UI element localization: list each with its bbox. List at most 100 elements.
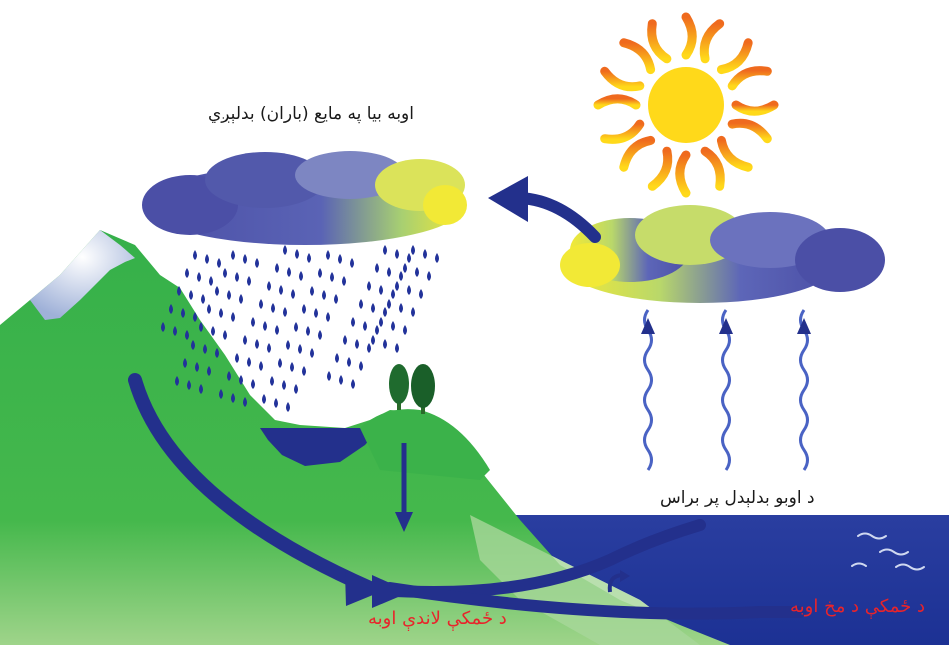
rain-drop bbox=[231, 250, 235, 260]
rain-drop bbox=[415, 267, 419, 277]
rain-drop bbox=[306, 326, 310, 336]
rain-drop bbox=[211, 326, 215, 336]
arrow-icon bbox=[797, 318, 811, 334]
rain-drop bbox=[193, 250, 197, 260]
rain-drop bbox=[395, 343, 399, 353]
rain-drop bbox=[403, 263, 407, 273]
rain-drop bbox=[259, 361, 263, 371]
evaporation-label: د اوبو بدلېدل پر براس bbox=[660, 488, 815, 508]
rain-drop bbox=[419, 289, 423, 299]
sun-ray bbox=[619, 135, 656, 172]
rain-drop bbox=[199, 322, 203, 332]
rain-drop bbox=[307, 253, 311, 263]
rain-drop bbox=[279, 285, 283, 295]
rain-drop bbox=[191, 340, 195, 350]
rain-drop bbox=[193, 312, 197, 322]
rain-drop bbox=[295, 249, 299, 259]
evaporation-arrow bbox=[643, 309, 653, 471]
sun-ray bbox=[600, 66, 645, 92]
rain-drop bbox=[399, 303, 403, 313]
rain-drop bbox=[363, 321, 367, 331]
rain-drop bbox=[231, 312, 235, 322]
rain-drop bbox=[283, 245, 287, 255]
arrow-icon bbox=[488, 176, 528, 222]
tree-icon bbox=[389, 364, 435, 414]
rain-drop bbox=[219, 308, 223, 318]
rain-drop bbox=[197, 272, 201, 282]
arrow-icon bbox=[641, 318, 655, 334]
rain-drop bbox=[359, 361, 363, 371]
rain-drop bbox=[235, 272, 239, 282]
sun-ray bbox=[600, 119, 645, 144]
rain-drop bbox=[395, 249, 399, 259]
rain-drop bbox=[223, 330, 227, 340]
rain-drop bbox=[375, 325, 379, 335]
evaporation-arrow bbox=[799, 309, 809, 471]
rain-drop bbox=[318, 268, 322, 278]
sun-ray bbox=[675, 150, 691, 198]
rain-drop bbox=[310, 348, 314, 358]
rain-drop bbox=[375, 263, 379, 273]
rain-drop bbox=[383, 245, 387, 255]
arrow-icon bbox=[372, 575, 410, 608]
rain-drop bbox=[255, 339, 259, 349]
sun-ray bbox=[727, 66, 772, 91]
rain-drop bbox=[387, 267, 391, 277]
rain-drop bbox=[387, 299, 391, 309]
rain-drop bbox=[435, 253, 439, 263]
arrow-icon bbox=[719, 318, 733, 334]
rain-drop bbox=[403, 325, 407, 335]
sun-ray bbox=[727, 118, 772, 144]
rain-drop bbox=[399, 271, 403, 281]
sun-ray bbox=[716, 38, 753, 75]
rain-drop bbox=[270, 376, 274, 386]
sun-icon bbox=[593, 12, 779, 198]
hill bbox=[360, 409, 490, 480]
rain-drop bbox=[339, 375, 343, 385]
rain-drop bbox=[291, 289, 295, 299]
sun-ray bbox=[700, 146, 725, 191]
rain-drop bbox=[185, 330, 189, 340]
rain-drop bbox=[199, 384, 203, 394]
arrow-icon bbox=[607, 573, 623, 593]
rain-drop bbox=[326, 250, 330, 260]
rain-drop bbox=[243, 335, 247, 345]
rain-drop bbox=[294, 322, 298, 332]
rain-drop bbox=[177, 286, 181, 296]
rain-drop bbox=[302, 304, 306, 314]
rain-drop bbox=[299, 271, 303, 281]
rain-drop bbox=[209, 276, 213, 286]
rain-drop bbox=[187, 380, 191, 390]
rain-drop bbox=[275, 325, 279, 335]
rain-drop bbox=[259, 299, 263, 309]
rain-drop bbox=[185, 268, 189, 278]
rain-drop bbox=[207, 366, 211, 376]
rain-drop bbox=[267, 343, 271, 353]
rain-drop bbox=[235, 353, 239, 363]
rain-drop bbox=[195, 362, 199, 372]
rain-drop bbox=[423, 249, 427, 259]
rain-drop bbox=[287, 267, 291, 277]
rain-drop bbox=[395, 281, 399, 291]
rain-drop bbox=[207, 304, 211, 314]
rain-drop bbox=[227, 371, 231, 381]
rain-drop bbox=[411, 245, 415, 255]
rain-drop bbox=[359, 299, 363, 309]
rain-drop bbox=[239, 375, 243, 385]
rain-drop bbox=[231, 393, 235, 403]
rain-drop bbox=[322, 290, 326, 300]
rain-drop bbox=[215, 348, 219, 358]
rain-drop bbox=[350, 258, 354, 268]
surface-water-label: د ځمکې د مخ اوبه bbox=[790, 596, 926, 617]
rain-drop bbox=[217, 258, 221, 268]
rain-drop bbox=[262, 394, 266, 404]
rain-drop bbox=[379, 317, 383, 327]
rain-drop bbox=[411, 307, 415, 317]
rain-icon bbox=[161, 245, 439, 412]
sun-ray bbox=[619, 38, 656, 75]
rain-drop bbox=[247, 357, 251, 367]
rain-drop bbox=[343, 335, 347, 345]
arrow-icon bbox=[395, 512, 413, 532]
rain-drop bbox=[342, 276, 346, 286]
